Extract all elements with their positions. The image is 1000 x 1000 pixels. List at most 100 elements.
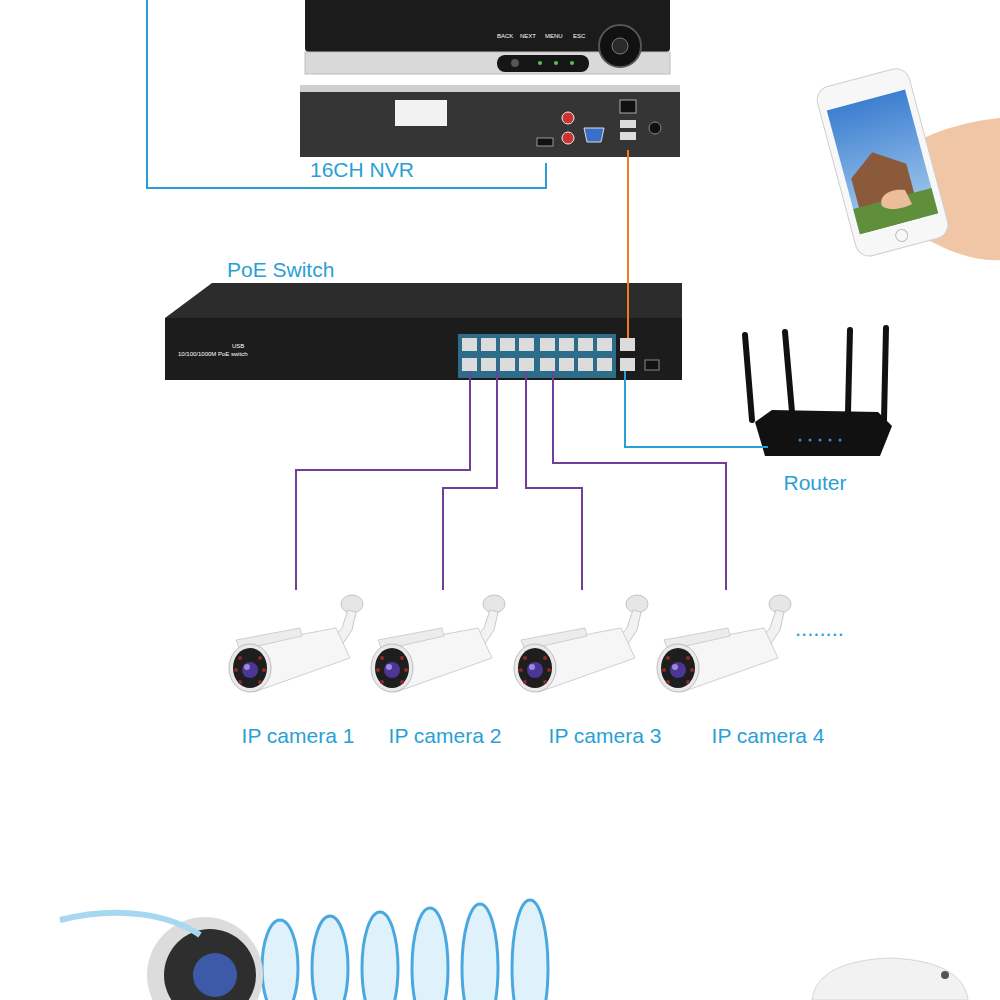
poe-switch-device	[519, 338, 534, 351]
node-label: IP camera 1	[242, 724, 355, 748]
nvr-device	[649, 122, 661, 134]
poe-switch-device	[500, 338, 515, 351]
smartphone-in-hand	[814, 66, 951, 260]
bottom-banner-art	[262, 920, 298, 1000]
camera-node: IP camera 2	[372, 590, 518, 750]
poe-switch-device	[597, 338, 612, 351]
switch-node: PoE Switch	[165, 256, 682, 382]
nvr-device	[511, 59, 519, 67]
node-label: IP camera 3	[549, 724, 662, 748]
model-label: 10/100/1000M PoE switch	[178, 351, 248, 357]
smartphone-in-hand	[853, 188, 938, 234]
ip-cameras	[371, 595, 505, 692]
smartphone-in-hand	[894, 228, 909, 243]
hdmi-wire	[147, 0, 546, 188]
cable-line	[553, 382, 726, 590]
node-label: IP camera 2	[389, 724, 502, 748]
bottom-banner-art	[60, 900, 968, 1000]
poe-switch-device	[559, 338, 574, 351]
nvr-device	[620, 100, 636, 113]
poe-switch-device	[597, 358, 612, 371]
router-device	[884, 328, 886, 420]
button-label: ESC	[573, 33, 585, 39]
cable-line	[627, 190, 629, 256]
ip-cameras	[229, 595, 791, 692]
wire-stub	[627, 150, 629, 190]
poe-switch-device	[481, 338, 496, 351]
poe-switch-device	[540, 338, 555, 351]
camera-node: IP camera 1	[225, 590, 371, 750]
poe-switch-device	[165, 283, 682, 318]
poe-switch-device	[578, 338, 593, 351]
poe-switch-device	[458, 334, 616, 378]
cable-line	[625, 382, 735, 447]
poe-switch-device	[540, 358, 555, 371]
network-cable	[625, 382, 735, 447]
node-label: IP camera 4	[712, 724, 825, 748]
wire-stub	[625, 371, 768, 447]
button-label: MENU	[545, 33, 563, 39]
nvr-node: 16CH NVR	[300, 0, 680, 190]
smartphone-in-hand	[814, 66, 951, 260]
wire-stub	[627, 256, 629, 338]
nvr-device	[620, 132, 636, 140]
router-device	[799, 439, 802, 442]
bottom-banner-art	[164, 929, 256, 1000]
nvr-device	[612, 38, 628, 54]
router-device	[829, 439, 832, 442]
poe-switch-device	[462, 338, 477, 351]
poe-switch-device	[481, 358, 496, 371]
smartphone-in-hand	[881, 190, 912, 209]
nvr-device	[570, 61, 574, 65]
network-cable	[443, 382, 497, 590]
network-cable	[628, 190, 629, 256]
router-device	[745, 328, 892, 456]
bottom-banner-art	[941, 971, 949, 979]
nvr-device	[562, 132, 574, 144]
router-device	[809, 439, 812, 442]
button-label: NEXT	[520, 33, 536, 39]
router-device	[745, 328, 886, 420]
bottom-banner-art	[60, 913, 200, 935]
network-cable	[553, 382, 726, 590]
nvr-device	[554, 61, 558, 65]
bottom-banner-art	[462, 904, 498, 1000]
nvr-device	[538, 61, 542, 65]
router-device	[799, 439, 842, 442]
cable-line	[443, 382, 497, 590]
poe-switch-device	[620, 358, 635, 371]
node-label: 16CH NVR	[310, 158, 414, 182]
camera-node: IP camera 3	[532, 590, 678, 750]
bottom-banner-art	[147, 917, 263, 1000]
nvr-device	[537, 138, 553, 146]
wire-stub	[470, 371, 553, 382]
bottom-banner-art	[812, 958, 968, 1000]
poe-switch-device	[462, 358, 477, 371]
node-label: Router	[783, 471, 846, 495]
router-device	[745, 335, 752, 420]
button-label: BACK	[497, 33, 513, 39]
nvr-device	[562, 112, 574, 124]
nvr-device	[300, 0, 680, 157]
router-device	[819, 439, 822, 442]
bottom-banner-art	[193, 953, 237, 997]
poe-switch-device	[165, 283, 682, 380]
bottom-banner-art	[412, 908, 448, 1000]
poe-switch-device	[645, 360, 659, 370]
bottom-banner-art	[312, 916, 348, 1000]
continuation-dots: ........	[795, 618, 844, 640]
port-label: USB	[232, 343, 244, 349]
router-device	[848, 330, 850, 412]
smartphone-in-hand	[827, 90, 938, 235]
nvr-device	[584, 128, 604, 142]
smartphone-in-hand	[814, 66, 1000, 261]
bottom-banner-art	[262, 900, 548, 1000]
router-node: Router	[735, 325, 895, 497]
bottom-banner-art	[362, 912, 398, 1000]
poe-switch-device	[519, 358, 534, 371]
bottom-banner-art	[512, 900, 548, 1000]
poe-switch-device	[500, 358, 515, 371]
